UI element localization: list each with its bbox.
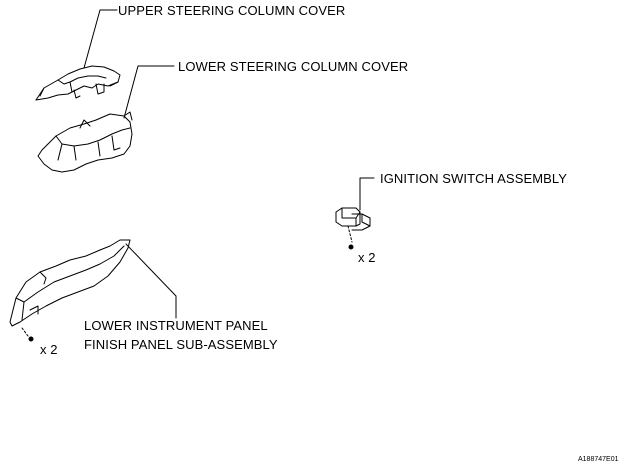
ignition-switch-assembly-label: IGNITION SWITCH ASSEMBLY (380, 171, 568, 186)
finish-panel-label-line2: FINISH PANEL SUB-ASSEMBLY (84, 337, 278, 352)
ignition-screw-icon (348, 244, 354, 250)
upper-steering-column-cover-drawing (35, 9, 121, 101)
ignition-switch-assembly-drawing (335, 177, 375, 243)
lower-steering-column-cover-drawing (37, 65, 175, 173)
upper-steering-column-cover-label: UPPER STEERING COLUMN COVER (118, 3, 346, 18)
ignition-screw-quantity: x 2 (358, 250, 376, 265)
figure-id: A188747E01 (578, 456, 619, 463)
lower-steering-column-cover-label: LOWER STEERING COLUMN COVER (178, 59, 409, 74)
finish-panel-label-line1: LOWER INSTRUMENT PANEL (84, 318, 268, 333)
lower-instrument-panel-finish-panel-drawing (9, 239, 177, 337)
panel-screw-icon (28, 336, 34, 342)
panel-screw-quantity: x 2 (40, 342, 58, 357)
